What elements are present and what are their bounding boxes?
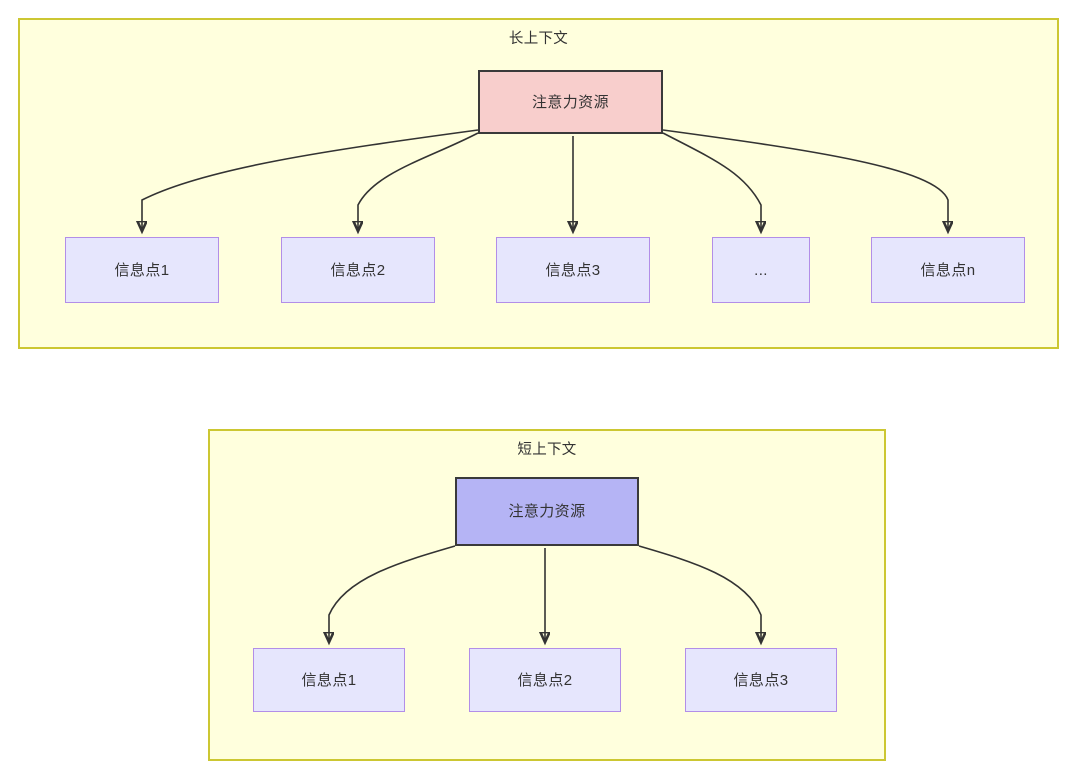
node-long-context-attention-resource[interactable]: 注意力资源 xyxy=(478,70,663,134)
node-long-context-info-point-3[interactable]: 信息点3 xyxy=(496,237,650,303)
node-long-context-info-point-ellipsis[interactable]: ... xyxy=(712,237,810,303)
node-short-context-attention-resource[interactable]: 注意力资源 xyxy=(455,477,639,546)
node-short-context-info-point-2[interactable]: 信息点2 xyxy=(469,648,621,712)
node-short-context-info-point-1[interactable]: 信息点1 xyxy=(253,648,405,712)
node-short-context-info-point-3[interactable]: 信息点3 xyxy=(685,648,837,712)
node-long-context-info-point-1[interactable]: 信息点1 xyxy=(65,237,219,303)
node-long-context-info-point-2[interactable]: 信息点2 xyxy=(281,237,435,303)
panel-long-context-title: 长上下文 xyxy=(508,31,569,47)
panel-short-context-title: 短上下文 xyxy=(517,442,577,458)
node-long-context-info-point-n[interactable]: 信息点n xyxy=(871,237,1025,303)
